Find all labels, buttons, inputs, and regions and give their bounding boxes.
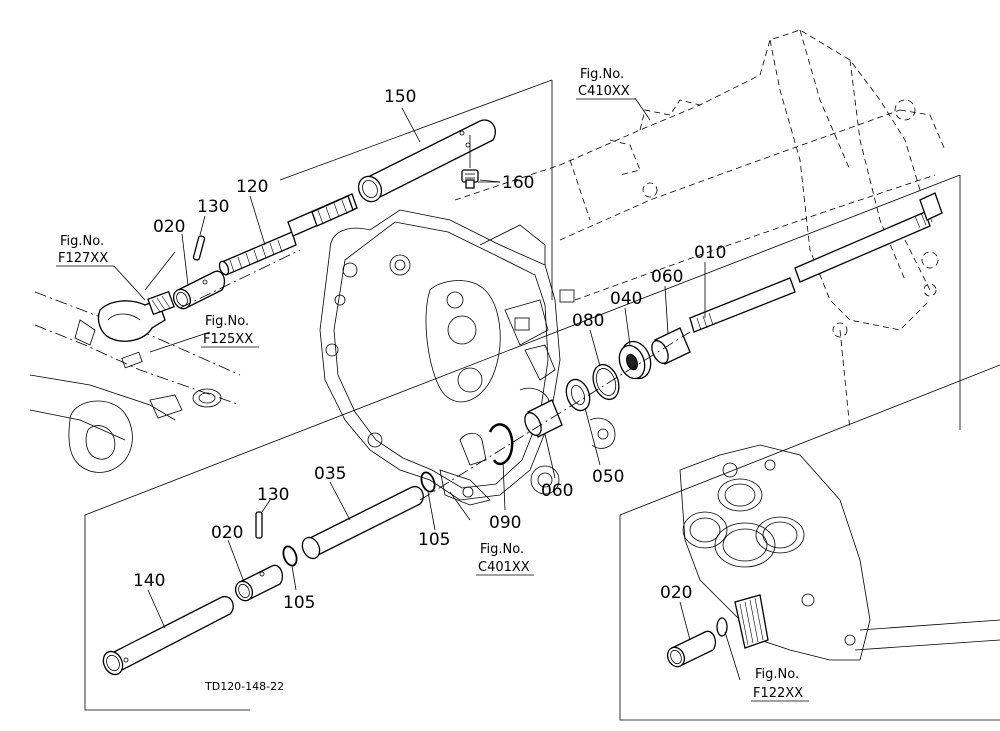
label-105-left: 105 xyxy=(283,593,315,613)
front-axle-bracket xyxy=(29,290,241,473)
part-130-pin-upper xyxy=(192,235,206,261)
figref-f127-prefix: Fig.No. xyxy=(60,234,104,249)
figref-f122: Fig.No. F122XX xyxy=(751,667,809,702)
part-number-labels: 150 160 130 120 020 010 060 040 080 050 … xyxy=(133,87,726,613)
label-020-upper: 020 xyxy=(153,217,185,237)
label-060-upper: 060 xyxy=(651,267,683,287)
part-080-ring xyxy=(592,363,620,401)
label-105-right: 105 xyxy=(418,530,450,550)
part-060-sleeve-upper xyxy=(651,327,691,365)
figref-c401-code: C401XX xyxy=(478,560,530,575)
drawing-code: TD120-148-22 xyxy=(204,680,284,693)
figref-c410-prefix: Fig.No. xyxy=(580,67,624,82)
figref-f122-prefix: Fig.No. xyxy=(755,667,799,682)
part-150-tube xyxy=(357,119,496,203)
part-035-tube xyxy=(301,485,424,560)
part-020-coupling-lower xyxy=(234,564,284,602)
part-010-shaft xyxy=(689,192,943,333)
leader-lines xyxy=(144,97,741,681)
part-160-plug xyxy=(461,169,479,189)
label-130-upper: 130 xyxy=(197,197,229,217)
label-050: 050 xyxy=(592,467,624,487)
label-090: 090 xyxy=(489,513,521,533)
part-120-shaft xyxy=(218,193,358,276)
part-020-coupling-right xyxy=(666,630,717,668)
label-150: 150 xyxy=(384,87,416,107)
figref-f125-code: F125XX xyxy=(203,332,253,347)
label-035: 035 xyxy=(314,464,346,484)
figref-f127: Fig.No. F127XX xyxy=(56,234,146,301)
part-060-sleeve-lower xyxy=(524,399,563,438)
figref-c401-prefix: Fig.No. xyxy=(480,542,524,557)
part-105-orings xyxy=(282,471,436,567)
figref-f125: Fig.No. F125XX xyxy=(201,314,259,348)
part-040-bearing xyxy=(618,340,652,380)
label-140: 140 xyxy=(133,571,165,591)
label-130-lower: 130 xyxy=(257,485,289,505)
figref-f125-prefix: Fig.No. xyxy=(205,314,249,329)
figref-c410-code: C410XX xyxy=(578,84,630,99)
figref-c401: Fig.No. C401XX xyxy=(476,542,534,576)
figref-f122-code: F122XX xyxy=(753,686,803,701)
rear-gear-case xyxy=(679,444,1000,661)
figref-f127-code: F127XX xyxy=(58,251,108,266)
label-040: 040 xyxy=(610,289,642,309)
label-160: 160 xyxy=(502,173,534,193)
front-gear-case xyxy=(319,209,616,506)
transmission-housing xyxy=(454,29,946,431)
part-020-coupling-upper xyxy=(172,270,226,310)
label-020-right: 020 xyxy=(660,583,692,603)
label-120: 120 xyxy=(236,177,268,197)
section-frames xyxy=(84,79,1000,721)
label-020-lower: 020 xyxy=(211,523,243,543)
label-080: 080 xyxy=(572,311,604,331)
part-050-ring xyxy=(565,378,591,412)
part-140-tube xyxy=(102,595,234,676)
label-060-lower: 060 xyxy=(541,481,573,501)
label-010: 010 xyxy=(694,243,726,263)
figref-c410: Fig.No. C410XX xyxy=(576,67,636,100)
figure-references: Fig.No. C410XX Fig.No. F127XX Fig.No. F1… xyxy=(56,67,809,702)
part-090-snap-ring xyxy=(488,423,514,466)
part-130-pin-lower xyxy=(255,511,263,539)
